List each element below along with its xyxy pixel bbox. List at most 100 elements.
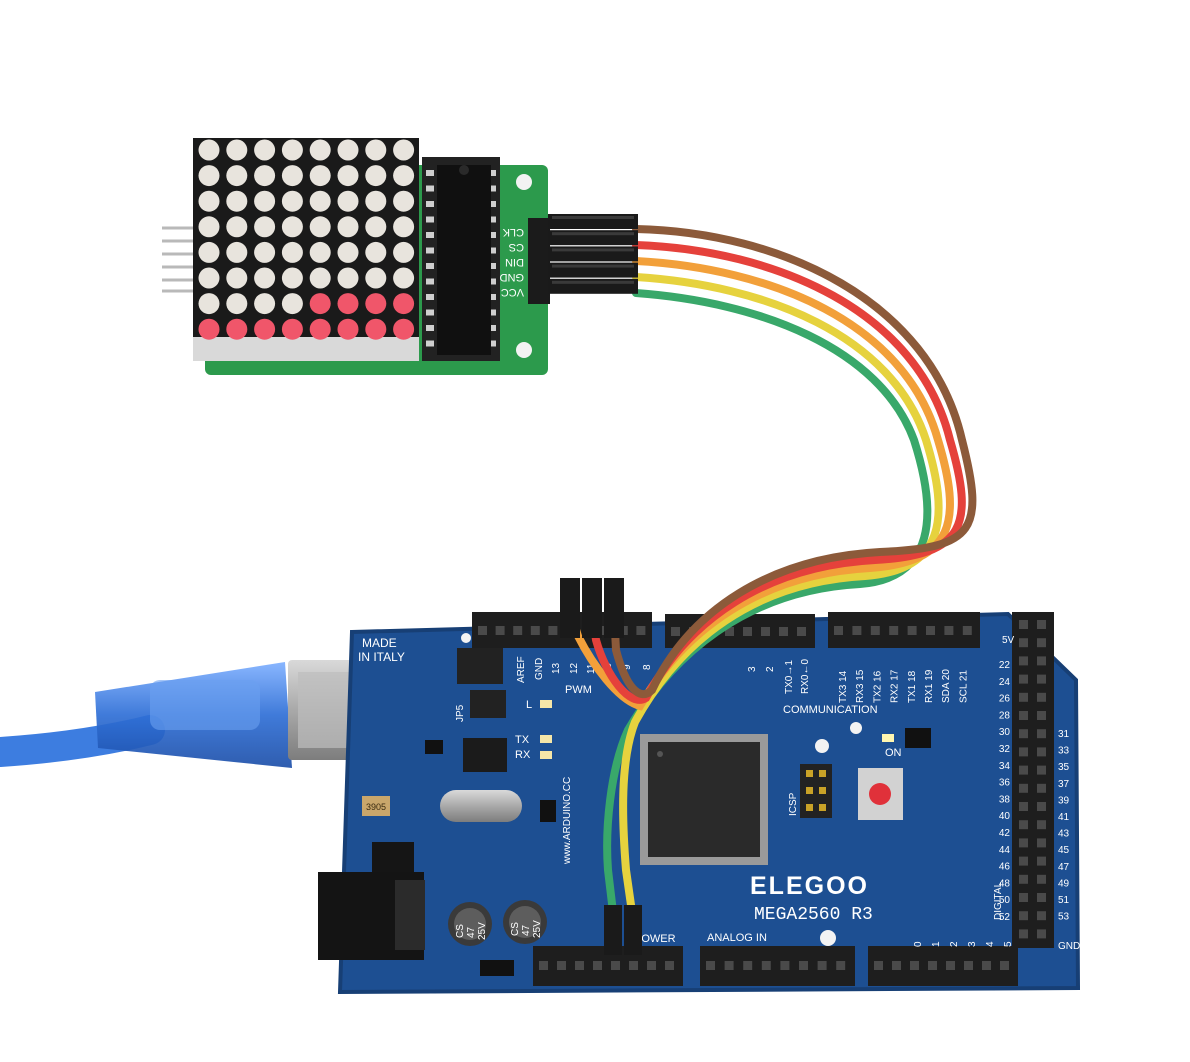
pin-label-13: 13 [551, 662, 562, 674]
dupont-connectors-board [560, 578, 642, 955]
led-dot-on [337, 318, 359, 340]
pin-label-vcc: VCC [501, 286, 524, 298]
header-hole [647, 961, 656, 970]
driver-ic [437, 165, 491, 355]
analog-pin-label: 0 [913, 941, 924, 947]
header-hole [665, 961, 674, 970]
header-hole [1000, 961, 1009, 970]
led-dot-off [281, 216, 303, 238]
header-hole [1019, 838, 1028, 848]
capacitor-marking-voltage: 25V [532, 920, 543, 938]
led-dot-off [281, 241, 303, 263]
capacitor-top [454, 908, 486, 940]
mounting-hole [461, 633, 471, 643]
led-label-tx: TX [515, 734, 530, 746]
header-hole [852, 626, 862, 635]
header-hole [706, 961, 715, 970]
led-dot-off [337, 267, 359, 289]
icsp-pin [819, 804, 826, 811]
led-dot-on [393, 318, 415, 340]
header-hole [1037, 802, 1046, 811]
dupont-housing-highlight [552, 248, 634, 252]
matrix-body [193, 138, 419, 340]
led-dot-off [365, 190, 387, 212]
led-dot-off [226, 165, 248, 187]
capacitor-1: CS 47 25V [448, 902, 492, 946]
dupont-housing [624, 905, 642, 955]
brand-logo: ELEGOO [750, 872, 869, 900]
header-hole [836, 961, 846, 970]
usb-interface-chip [463, 738, 507, 772]
gnd-label: GND [1058, 941, 1080, 952]
socket-pin [488, 185, 496, 192]
header-hole [1019, 893, 1028, 902]
digital-pin-label: 46 [999, 862, 1011, 873]
dupont-connectors-matrix [548, 214, 638, 294]
digital-pin-label: 47 [1058, 862, 1070, 873]
header-hole [946, 961, 955, 970]
socket-pin [426, 232, 434, 238]
header-hole [1037, 929, 1046, 939]
led-dot-off [198, 139, 220, 161]
digital-pin-label: 42 [999, 828, 1011, 839]
led-dot-off [309, 165, 331, 187]
header-hole [797, 627, 806, 636]
socket-pin [488, 201, 496, 207]
header-hole [593, 961, 602, 970]
led-dot-on [309, 293, 331, 315]
header-hole [530, 626, 540, 635]
digital-pin-label: 34 [999, 761, 1011, 772]
digital-pin-label: 32 [999, 744, 1011, 755]
led-dot-off [226, 293, 248, 315]
header-hole [1019, 929, 1028, 939]
communication-pin-label: RX3 15 [855, 669, 866, 703]
analog-pin-label: 3 [967, 941, 978, 947]
analog-header [700, 946, 855, 986]
wire-brown [610, 225, 977, 699]
mega-board: CS 47 25V CS 47 25V MADE IN ITALY AREF G… [318, 611, 1080, 995]
led-dot-off [281, 190, 303, 212]
digital-pin-label: 43 [1058, 829, 1070, 840]
led-dot-off [393, 165, 415, 187]
led-dot-off [226, 241, 248, 263]
model-label: MEGA2560 R3 [754, 905, 873, 925]
matrix-base [193, 337, 419, 361]
header-hole [1037, 838, 1046, 848]
header-hole [928, 961, 937, 970]
digital-pin-label: 48 [999, 878, 1011, 889]
smd-chip [362, 796, 390, 816]
header-hole [1019, 783, 1028, 793]
analog-in-label: ANALOG IN [707, 932, 767, 944]
header-hole [761, 627, 770, 636]
socket-pin [488, 309, 496, 316]
communication-pin-label: SDA 20 [941, 669, 952, 703]
analog-pin-label: 4 [985, 941, 996, 947]
digital-pin-label: 38 [999, 794, 1011, 805]
led-dot-off [365, 241, 387, 263]
header-hole [761, 961, 771, 970]
header-hole [892, 961, 901, 970]
digital-label: DIGITAL [993, 881, 1004, 920]
led-dot-off [309, 241, 331, 263]
capacitor-marking-value: 47 [521, 924, 532, 936]
header-hole [870, 626, 880, 635]
jp5-header [457, 648, 503, 684]
led-dot-off [393, 216, 415, 238]
smd-part [480, 960, 514, 976]
communication-pin-label: TX2 16 [872, 670, 883, 703]
header-hole [636, 626, 646, 635]
led-dot-off [393, 241, 415, 263]
pin-label-3: 3 [747, 666, 758, 672]
led-dot-off [254, 267, 276, 289]
header-hole [944, 626, 954, 635]
capacitor-marking-cs: CS [455, 924, 466, 938]
header-hole [495, 626, 505, 635]
socket-pin [488, 170, 496, 176]
led-dot-off [198, 216, 220, 238]
led-dot-off [254, 190, 276, 212]
socket-pin [426, 170, 434, 176]
header-hole [1019, 674, 1028, 684]
